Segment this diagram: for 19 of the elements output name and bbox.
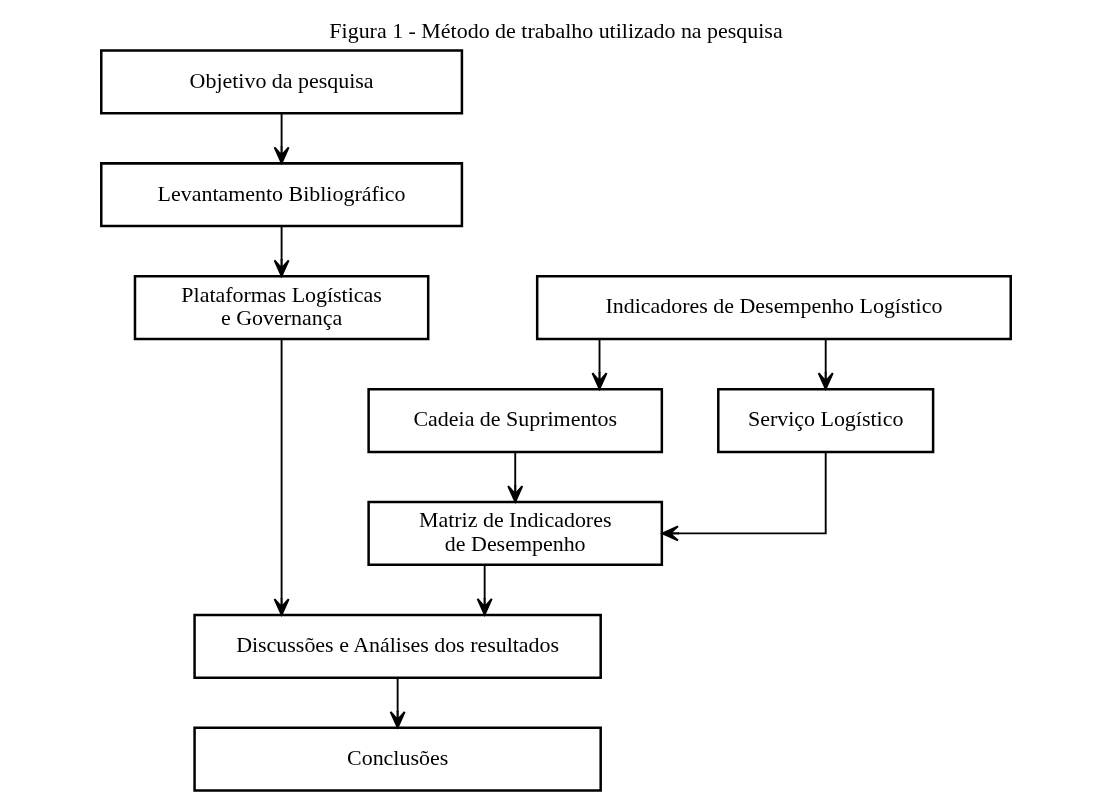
arrow — [273, 225, 290, 277]
node-box: Levantamento Bibliográfico — [100, 162, 464, 228]
node-box: Serviço Logístico — [717, 387, 935, 454]
node-box: Indicadores de Desempenho Logístico — [535, 275, 1012, 341]
node-box: Plataformas Logísticas e Governança — [133, 275, 430, 341]
arrow — [661, 451, 827, 542]
node-box: Matriz de Indicadores de Desempenho — [367, 500, 664, 567]
arrow — [591, 338, 608, 390]
arrow — [507, 451, 524, 503]
node-box: Objetivo da pesquisa — [100, 49, 464, 115]
diagram-title: Figura 1 - Método de trabalho utilizado na pesquisa — [329, 18, 783, 44]
node-box: Discussões e Análises dos resultados — [193, 613, 602, 679]
arrow — [273, 338, 290, 616]
arrow — [389, 676, 406, 729]
arrow — [476, 563, 493, 616]
arrow — [817, 338, 834, 390]
node-box: Conclusões — [193, 726, 602, 792]
node-box: Cadeia de Suprimentos — [367, 387, 664, 454]
arrow — [273, 112, 290, 164]
